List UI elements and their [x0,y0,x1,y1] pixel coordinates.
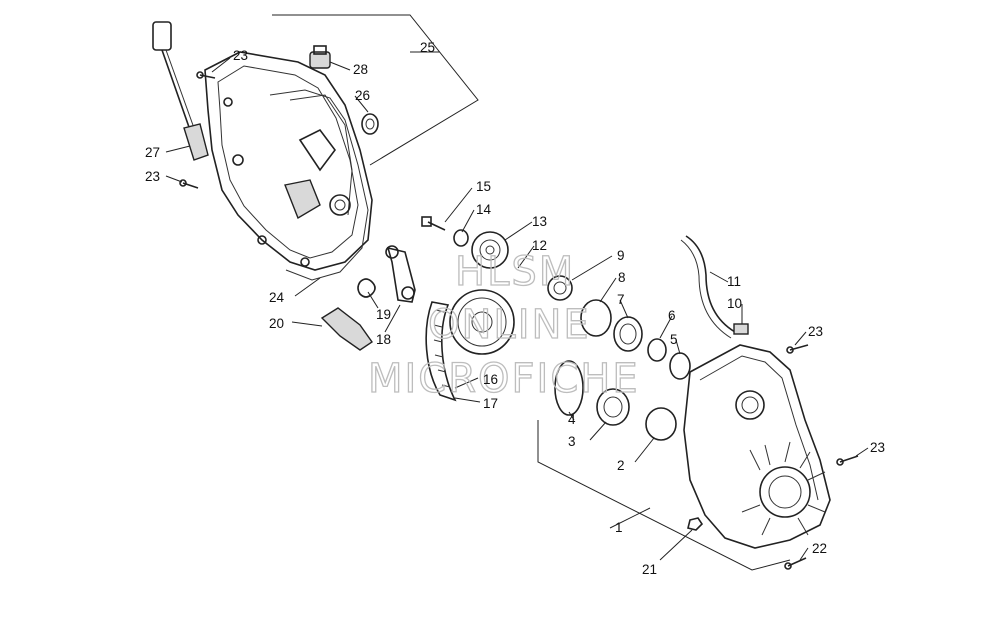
seal-6 [647,338,667,362]
callout-8: 8 [618,270,626,285]
seal-2 [645,407,677,441]
callout-13: 13 [532,214,547,229]
callout-5: 5 [670,332,678,347]
callout-2: 2 [617,458,625,473]
bearing-7 [613,316,643,352]
watermark: HLSM ONLINE MICROFICHE [367,248,640,402]
callout-18: 18 [376,332,391,347]
assembly-bracket-25 [272,14,479,166]
washer-14 [453,229,469,247]
dipstick-wire [152,21,209,161]
chaincase-outer-cover [204,51,373,271]
tensioner-spring [357,278,376,298]
bolt-22 [784,557,807,570]
watermark-line-2: ONLINE [428,302,591,348]
callout-9: 9 [617,248,625,263]
callout-25: 25 [420,40,435,55]
seal-5 [669,352,691,380]
callout-22: 22 [812,541,827,556]
callout-leaders [165,57,869,561]
bearing-3 [596,388,630,426]
watermark-line-1: HLSM [455,249,575,295]
cover-gasket [269,89,369,281]
nut-21 [687,517,704,531]
lower-sprocket [449,289,515,355]
callout-23-mid-left: 23 [145,169,160,184]
drive-chain [425,301,457,402]
watermark-line-3: MICROFICHE [368,356,640,402]
callout-11: 11 [727,274,741,289]
plug-28 [309,45,331,69]
gear-9 [547,275,573,301]
callout-10: 10 [727,296,742,311]
callout-19: 19 [376,307,391,322]
callout-7: 7 [617,292,625,307]
callout-26: 26 [355,88,370,103]
callout-23-top-left: 23 [233,48,248,63]
callout-28: 28 [353,62,368,77]
callout-23-right-upper: 23 [808,324,823,339]
callout-4: 4 [568,412,576,427]
callout-6: 6 [668,308,676,323]
callout-12: 12 [532,238,547,253]
callout-17: 17 [483,396,498,411]
seal-26 [361,113,379,135]
callout-16: 16 [483,372,498,387]
callout-24: 24 [269,290,285,305]
callout-labels: 1 2 3 4 5 6 7 8 9 10 11 12 13 14 15 16 1… [145,40,885,577]
callout-3: 3 [568,434,576,449]
upper-sprocket-13 [471,231,509,269]
tensioner-shoe [320,307,373,351]
callout-21: 21 [642,562,657,577]
callout-23-right-lower: 23 [870,440,885,455]
callout-15: 15 [476,179,491,194]
callout-20: 20 [269,316,284,331]
vent-hose [680,235,749,339]
snap-ring-4 [554,360,584,416]
callout-27: 27 [145,145,160,160]
callout-1: 1 [615,520,623,535]
assembly-bracket-1 [537,420,791,571]
bolts-23-left [179,71,216,189]
callout-14: 14 [476,202,492,217]
tensioner-arm [385,245,416,303]
bolt-15 [421,216,446,231]
chaincase-inner-housing [683,344,831,549]
snap-ring-8 [580,299,612,337]
bolts-23-right [786,344,859,466]
